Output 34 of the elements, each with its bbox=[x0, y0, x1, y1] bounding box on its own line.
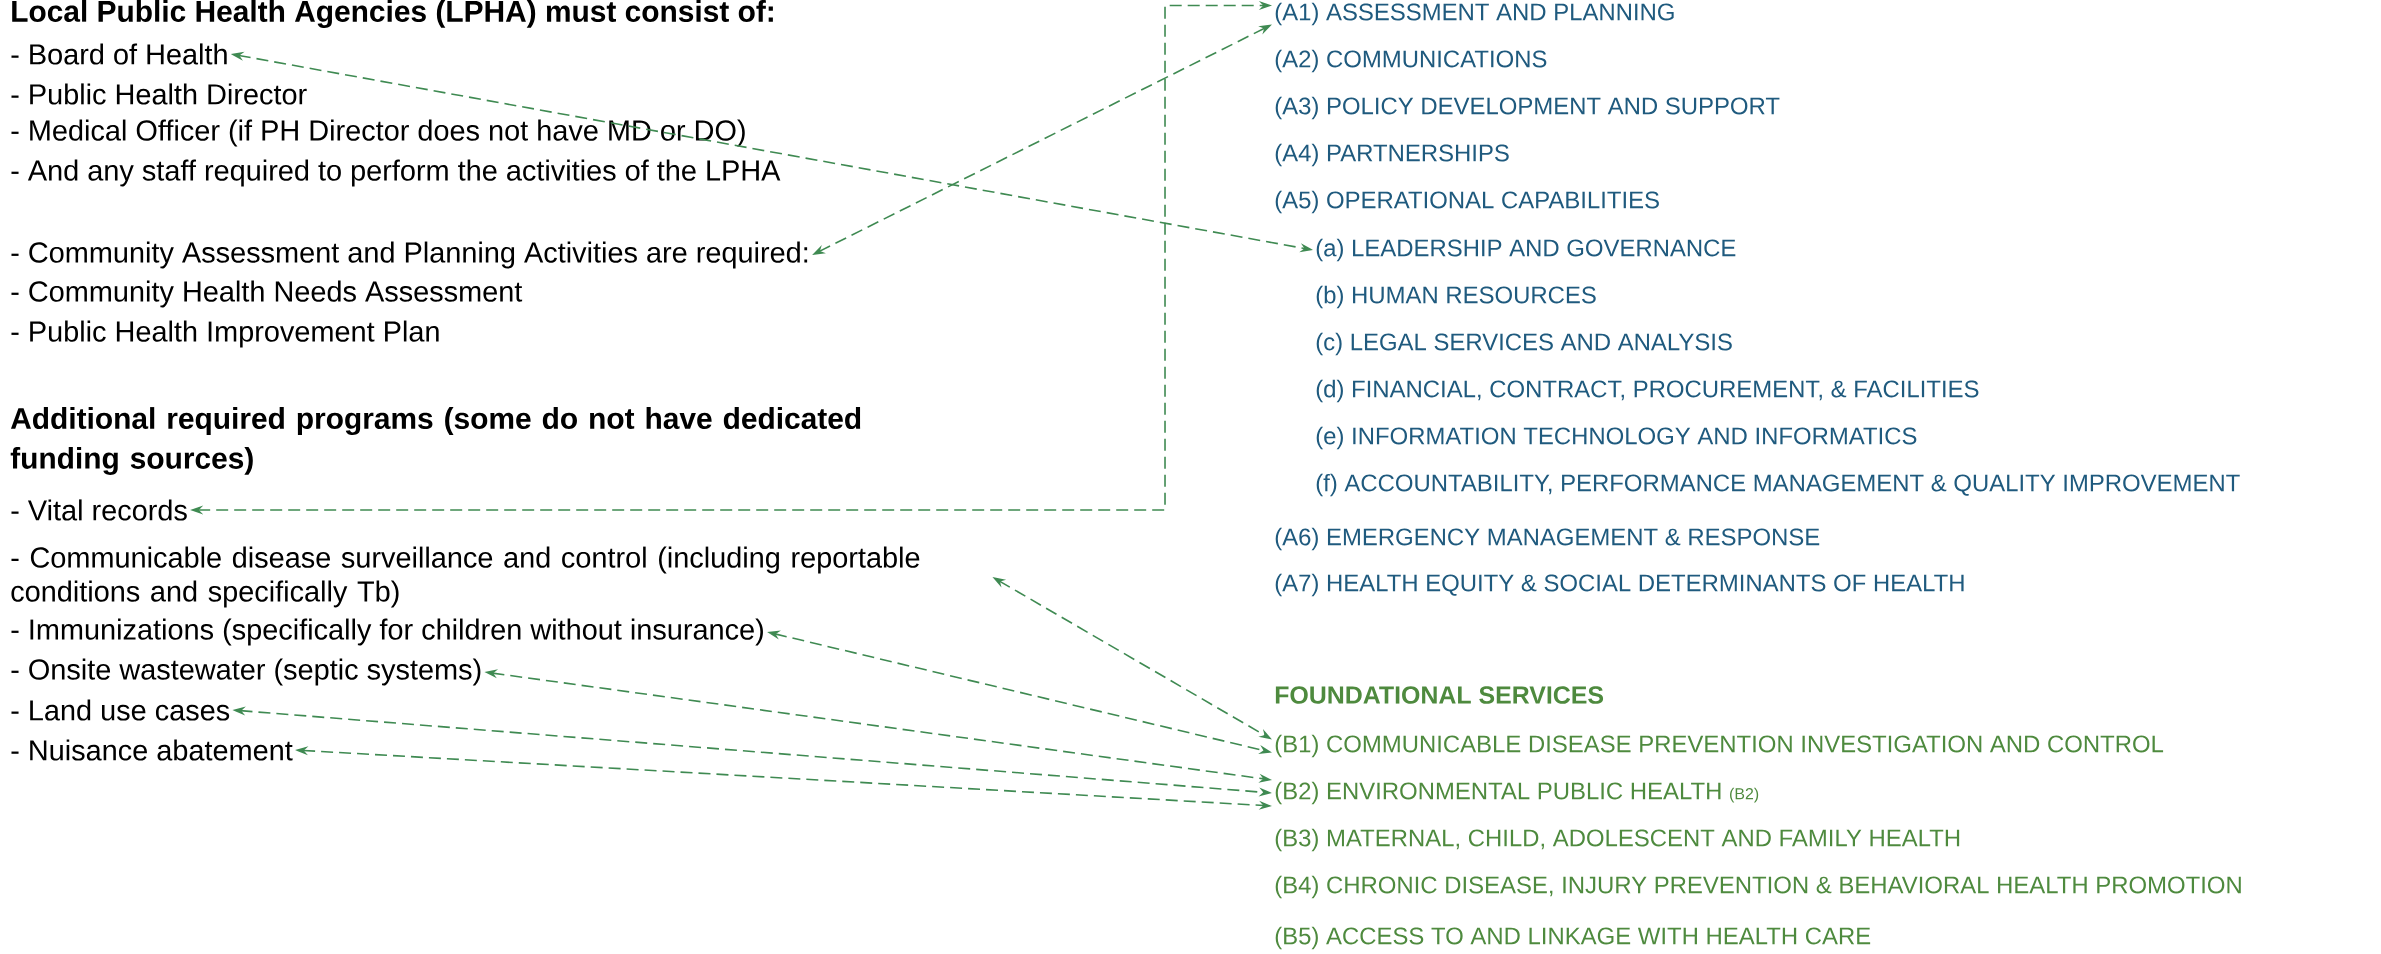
list-item: - Community Health Needs Assessment bbox=[11, 280, 523, 308]
list-item: (d) FINANCIAL, CONTRACT, PROCUREMENT, & FACILITIES bbox=[1316, 379, 1979, 403]
list-item: (A6) EMERGENCY MANAGEMENT & RESPONSE bbox=[1275, 527, 1820, 551]
list-item: (b) HUMAN RESOURCES bbox=[1316, 285, 1596, 309]
list-item: (A3) POLICY DEVELOPMENT AND SUPPORT bbox=[1275, 96, 1780, 120]
list-item: (B5) ACCESS TO AND LINKAGE WITH HEALTH CARE bbox=[1275, 926, 1871, 950]
list-item: - And any staff required to perform the activities of the LPHA bbox=[11, 159, 781, 187]
list-item: (B4) CHRONIC DISEASE, INJURY PREVENTION & BEHAVIORAL HEALTH PROMOTION bbox=[1275, 875, 2241, 899]
list-item: (A4) PARTNERSHIPS bbox=[1275, 143, 1509, 167]
list-item: - Communicable disease surveillance and control (including reportable conditions and specifically Tb) bbox=[11, 546, 920, 608]
list-item: - Land use cases bbox=[11, 699, 230, 721]
list-item: (f) ACCOUNTABILITY, PERFORMANCE MANAGEMENT & QUALITY IMPROVEMENT bbox=[1316, 473, 2240, 497]
section-heading: FOUNDATIONAL SERVICES bbox=[1275, 686, 1604, 704]
list-item: (B1) COMMUNICABLE DISEASE PREVENTION INVESTIGATION AND CONTROL bbox=[1275, 734, 2164, 758]
list-item: - Public Health Director bbox=[11, 83, 307, 105]
list-item: - Immunizations (specifically for children without insurance) bbox=[11, 618, 763, 646]
list-item: - Onsite wastewater (septic systems) bbox=[11, 658, 481, 686]
list-item: - Community Assessment and Planning Activities are required: bbox=[11, 241, 808, 269]
list-item: (c) LEGAL SERVICES AND ANALYSIS bbox=[1316, 332, 1732, 356]
heading: Additional required programs (some do not have dedicated funding sources) bbox=[10, 407, 861, 475]
list-item: (e) INFORMATION TECHNOLOGY AND INFORMATICS bbox=[1316, 426, 1917, 450]
list-item: (A5) OPERATIONAL CAPABILITIES bbox=[1275, 190, 1659, 214]
heading: Local Public Health Agencies (LPHA) must consist of: bbox=[12, 0, 773, 28]
list-item: (B3) MATERNAL, CHILD, ADOLESCENT AND FAMILY HEALTH bbox=[1275, 828, 1960, 852]
list-item: (A2) COMMUNICATIONS bbox=[1275, 49, 1547, 73]
list-item: - Vital records bbox=[11, 499, 187, 521]
list-item: (B2) ENVIRONMENTAL PUBLIC HEALTH (B2) bbox=[1275, 781, 1759, 805]
list-item: - Medical Officer (if PH Director does not have MD or DO) bbox=[11, 119, 745, 147]
list-item: - Nuisance abatement bbox=[11, 739, 293, 761]
list-item: - Public Health Improvement Plan bbox=[11, 320, 439, 348]
list-item: (A1) ASSESSMENT AND PLANNING bbox=[1275, 2, 1674, 26]
list-item: (a) LEADERSHIP AND GOVERNANCE bbox=[1316, 238, 1736, 262]
list-item: (A7) HEALTH EQUITY & SOCIAL DETERMINANTS OF HEALTH bbox=[1275, 573, 1964, 597]
list-item: - Board of Health bbox=[11, 43, 227, 65]
